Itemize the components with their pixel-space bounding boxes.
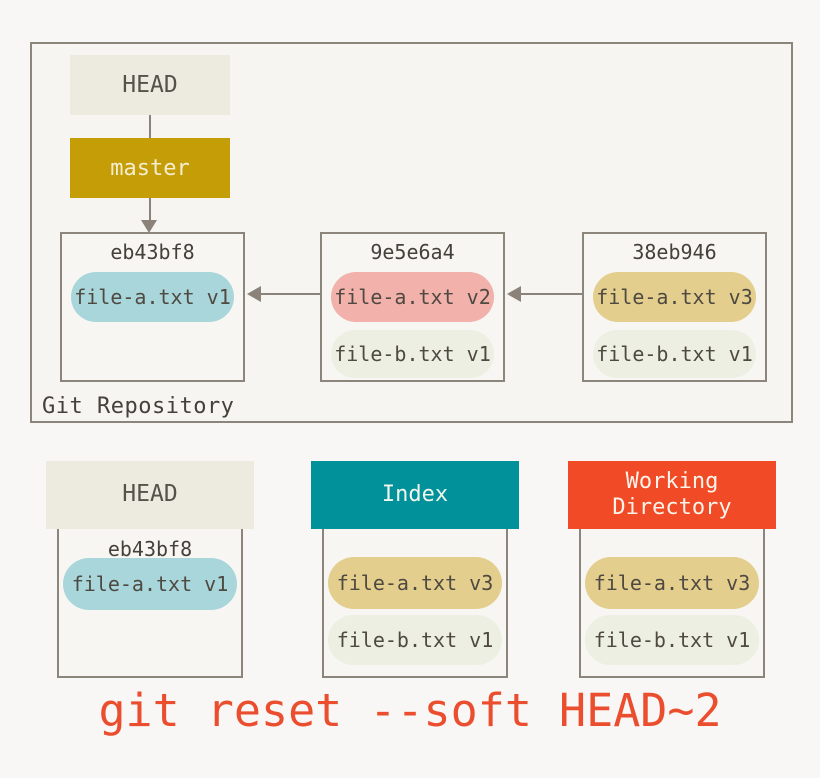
file-pill: file-b.txt v1 bbox=[585, 615, 759, 665]
master-branch-box: master bbox=[70, 138, 230, 198]
file-pill: file-a.txt v1 bbox=[71, 272, 234, 322]
working-directory-header: Working Directory bbox=[568, 461, 776, 529]
head-ref-box: HEAD bbox=[70, 55, 230, 115]
arrowhead-left-icon bbox=[507, 286, 521, 302]
git-repository-container: HEAD master eb43bf8 file-a.txt v1 9e5e6a… bbox=[30, 42, 793, 423]
commit-hash: 38eb946 bbox=[632, 240, 717, 264]
git-repository-label: Git Repository bbox=[42, 394, 235, 419]
head-area-header: HEAD bbox=[46, 461, 254, 529]
file-pill: file-a.txt v3 bbox=[328, 557, 502, 609]
commit-box-38eb946: 38eb946 file-a.txt v3 file-b.txt v1 bbox=[582, 232, 767, 382]
command-caption: git reset --soft HEAD~2 bbox=[98, 684, 722, 737]
index-area-header: Index bbox=[311, 461, 519, 529]
file-pill: file-a.txt v1 bbox=[63, 558, 237, 610]
commit-box-eb43bf8: eb43bf8 file-a.txt v1 bbox=[60, 232, 245, 382]
file-pill: file-a.txt v3 bbox=[585, 557, 759, 609]
parent-arrow-line bbox=[261, 293, 321, 295]
commit-hash: 9e5e6a4 bbox=[370, 240, 455, 264]
head-area-box: eb43bf8 file-a.txt v1 bbox=[57, 525, 243, 678]
master-to-commit-line bbox=[149, 198, 151, 220]
parent-arrow-line bbox=[521, 293, 583, 295]
file-pill: file-a.txt v2 bbox=[331, 272, 494, 322]
arrowhead-down-icon bbox=[141, 220, 157, 233]
file-pill: file-b.txt v1 bbox=[593, 330, 756, 378]
commit-hash: eb43bf8 bbox=[107, 537, 193, 561]
working-directory-box: file-a.txt v3 file-b.txt v1 bbox=[579, 525, 765, 678]
index-area-box: file-a.txt v3 file-b.txt v1 bbox=[322, 525, 508, 678]
arrowhead-left-icon bbox=[247, 286, 261, 302]
file-pill: file-a.txt v3 bbox=[593, 272, 756, 322]
file-pill: file-b.txt v1 bbox=[331, 330, 494, 378]
commit-box-9e5e6a4: 9e5e6a4 file-a.txt v2 file-b.txt v1 bbox=[320, 232, 505, 382]
head-to-master-line bbox=[149, 115, 151, 138]
commit-hash: eb43bf8 bbox=[110, 240, 195, 264]
file-pill: file-b.txt v1 bbox=[328, 615, 502, 665]
